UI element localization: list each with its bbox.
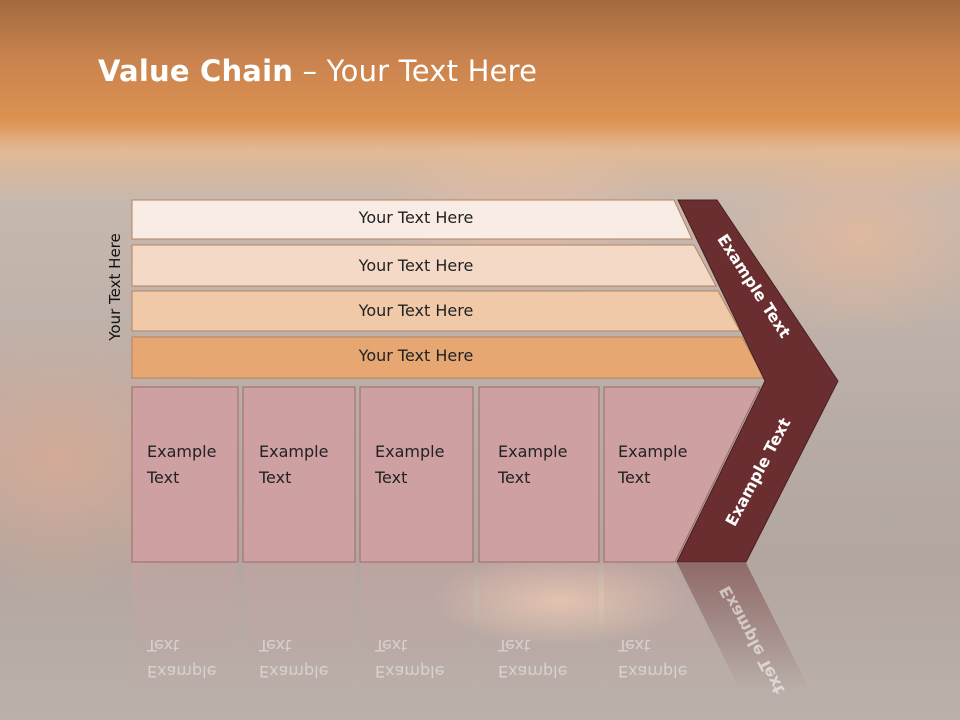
box-5: [603, 386, 761, 563]
chevron-arrow: [676, 199, 839, 563]
box-3-reflection-label: Example Text: [375, 632, 475, 684]
box-3-reflection-line1: Example: [375, 662, 445, 681]
bar-2: [131, 244, 717, 287]
bar-1-label: Your Text Here: [358, 208, 474, 227]
box-4: [478, 386, 600, 563]
box-reflection-2: [243, 563, 355, 693]
box-reflection-5: [604, 563, 735, 690]
box-1-reflection-label: Example Text: [147, 632, 247, 684]
box-reflection-1: [132, 563, 238, 693]
box-5-reflection-line1: Example: [618, 662, 688, 681]
box-5-reflection-line2: Text: [618, 636, 651, 655]
box-2-reflection-label: Example Text: [259, 632, 359, 684]
bar-2-label: Your Text Here: [358, 256, 474, 275]
title-bold: Value Chain: [98, 54, 294, 88]
box-3-line2: Text: [375, 468, 408, 487]
box-1: [131, 386, 239, 563]
box-4-line1: Example: [498, 442, 568, 461]
box-1-reflection-line2: Text: [147, 636, 180, 655]
box-2-reflection-line2: Text: [259, 636, 292, 655]
box-5-line2: Text: [618, 468, 651, 487]
box-1-line1: Example: [147, 442, 217, 461]
box-2-reflection-line1: Example: [259, 662, 329, 681]
box-3: [359, 386, 474, 563]
box-3-line1: Example: [375, 442, 445, 461]
box-2-line1: Example: [259, 442, 329, 461]
box-2: [242, 386, 356, 563]
box-5-reflection-label: Example Text: [618, 632, 718, 684]
box-4-reflection-line1: Example: [498, 662, 568, 681]
box-3-reflection-line2: Text: [375, 636, 408, 655]
page-title: Value Chain – Your Text Here: [98, 54, 537, 88]
box-4-reflection-line2: Text: [498, 636, 531, 655]
box-5-line1: Example: [618, 442, 688, 461]
box-reflection-3: [360, 563, 473, 693]
bar-3: [131, 290, 741, 332]
bar-4-label: Your Text Here: [358, 346, 474, 365]
box-reflection-4: [479, 563, 599, 693]
box-2-line2: Text: [259, 468, 292, 487]
box-1-reflection-line1: Example: [147, 662, 217, 681]
bar-3-label: Your Text Here: [358, 301, 474, 320]
bar-1: [131, 199, 693, 240]
box-1-line2: Text: [147, 468, 180, 487]
box-4-line2: Text: [498, 468, 531, 487]
box-4-reflection-label: Example Text: [498, 632, 598, 684]
chevron-reflection: [677, 563, 810, 690]
title-rest: – Your Text Here: [293, 54, 538, 88]
